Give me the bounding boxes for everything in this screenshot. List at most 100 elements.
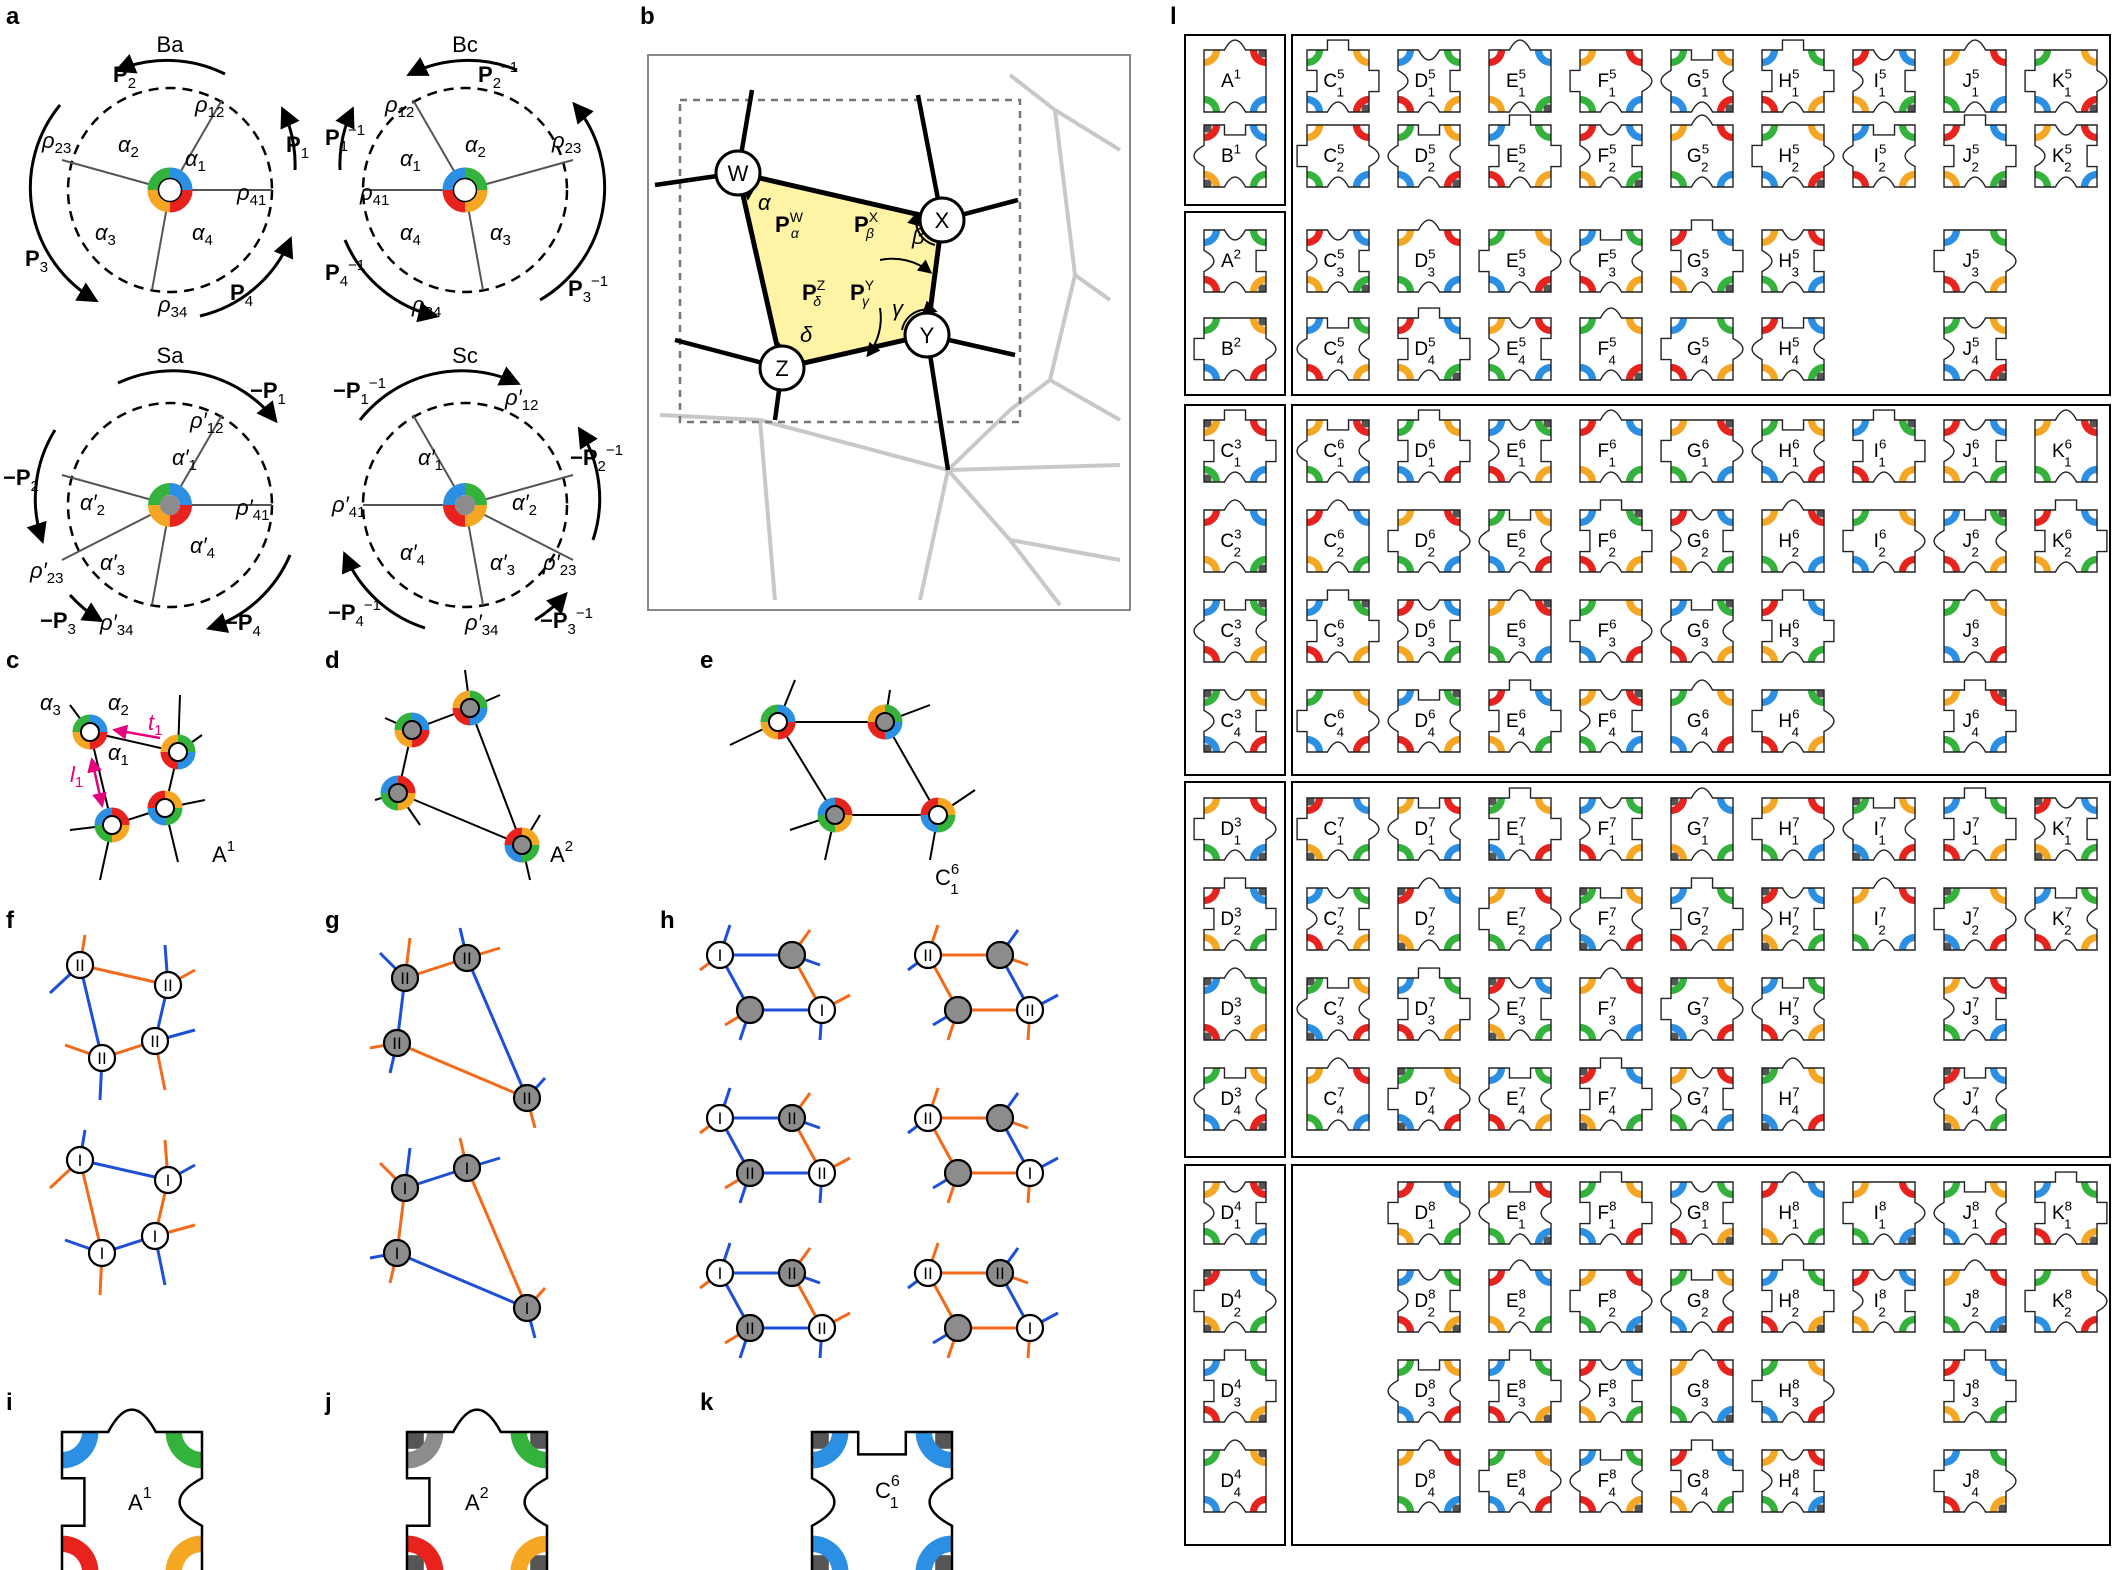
tile-corner-arc	[1580, 555, 1597, 572]
tile-corner-square	[1258, 852, 1266, 860]
tile-corner-arc	[1580, 318, 1597, 335]
tile-corner-arc	[1671, 363, 1688, 380]
tile-corner-arc	[1204, 420, 1221, 437]
tile-corner-arc	[1853, 555, 1870, 572]
tile-outline	[1387, 1181, 1471, 1245]
tile-corner-arc	[1762, 510, 1779, 527]
node-ring-segment	[164, 807, 183, 826]
panel-letter-j: j	[324, 1389, 332, 1416]
tile-corner-arc	[1489, 1450, 1506, 1467]
lattice-node-label: I	[465, 1159, 470, 1178]
bc-p1: P1−1	[325, 122, 365, 155]
tile-corner-arc	[1443, 1495, 1460, 1512]
tile-corner-arc	[2035, 510, 2052, 527]
tile-corner-square	[1853, 852, 1861, 860]
tile-outline	[1660, 317, 1744, 381]
tile-corner-square	[1307, 798, 1315, 806]
node-center	[768, 712, 788, 732]
tile-corner-arc	[2035, 95, 2052, 112]
tile-corner-arc	[1625, 1270, 1642, 1287]
tile-corner-arc	[1398, 318, 1415, 335]
lattice-node	[807, 1313, 837, 1343]
tile-corner-arc	[1534, 318, 1551, 335]
tile-outline	[1751, 689, 1835, 753]
node-ring-segment	[817, 814, 836, 833]
lattice-node	[1015, 1158, 1045, 1188]
tile-corner-arc	[1204, 170, 1221, 187]
tile-corner-arc	[1807, 978, 1824, 995]
ring-hole	[453, 178, 477, 202]
c-alpha3: α3	[40, 690, 61, 719]
tile-outline	[1296, 689, 1380, 753]
tile-outline	[1203, 1181, 1267, 1245]
tile-outline	[1193, 124, 1267, 188]
tile-corner-square	[1853, 798, 1861, 806]
tile-outline	[1306, 39, 1380, 113]
tile-corner-arc	[1352, 600, 1369, 617]
tile-corner-arc	[1671, 888, 1688, 905]
tile-corner-arc	[1534, 363, 1551, 380]
tile-corner-arc	[1489, 735, 1506, 752]
tile-corner-arc	[1625, 933, 1642, 950]
tile-corner-arc	[1989, 275, 2006, 292]
node-ring-segment	[411, 729, 430, 748]
lattice-node-label: II	[1025, 1001, 1034, 1020]
b-gamma: γ	[892, 296, 905, 321]
tile-corner-arc	[165, 1432, 202, 1469]
tile-outline	[1203, 877, 1277, 951]
tile-corner-square	[1907, 420, 1915, 428]
ring-segment	[169, 189, 193, 213]
tile-corner-arc	[1716, 735, 1733, 752]
tile-outline	[1478, 887, 1562, 951]
tile-corner-square	[1204, 1032, 1212, 1040]
tile-outline	[1306, 887, 1370, 951]
lattice-node-label: II	[150, 1032, 159, 1051]
lattice-node	[705, 940, 735, 970]
node-ring-segment	[147, 807, 166, 826]
tile-corner-arc	[1580, 1182, 1597, 1199]
tile-corner-arc	[1534, 1360, 1551, 1377]
tile-outline	[1751, 124, 1835, 188]
tile-corner-square	[1998, 372, 2006, 380]
big-tile-outline	[405, 1408, 549, 1570]
lattice-node-label: I	[100, 1244, 105, 1263]
tile-corner-arc	[1898, 50, 1915, 67]
tile-corner-arc	[1489, 1023, 1506, 1040]
tile-corner-arc	[1625, 510, 1642, 527]
tile-corner-arc	[1762, 798, 1779, 815]
tile-corner-arc	[1398, 1360, 1415, 1377]
tile-corner-arc	[1989, 1270, 2006, 1287]
tile-corner-arc	[1398, 420, 1415, 437]
lattice-node	[913, 1103, 943, 1133]
tile-corner-square	[1204, 179, 1212, 187]
tile-corner-arc	[1807, 420, 1824, 437]
tile-corner-arc	[1671, 125, 1688, 142]
tile-corner-arc	[1489, 510, 1506, 527]
tile-corner-arc	[1443, 363, 1460, 380]
lattice-node	[1015, 995, 1045, 1025]
tile-corner-arc	[1307, 363, 1324, 380]
tile-corner-arc	[1534, 1405, 1551, 1422]
